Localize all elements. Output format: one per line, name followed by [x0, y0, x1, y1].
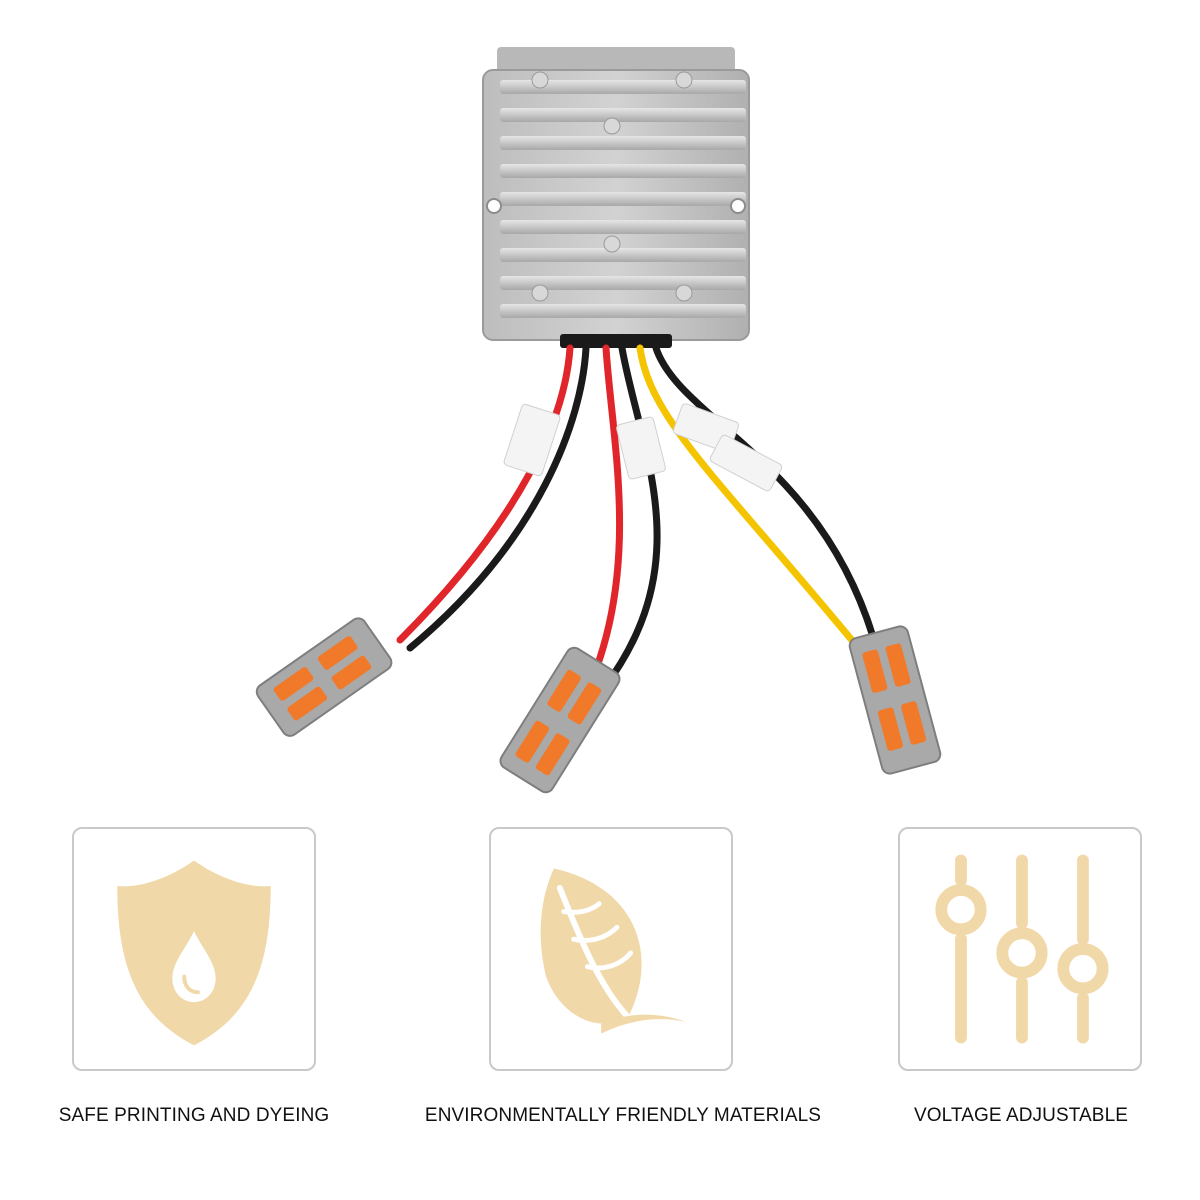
feature-label-voltage-adjustable: VOLTAGE ADJUSTABLE — [913, 1105, 1129, 1126]
connector-middle — [499, 646, 621, 794]
shield-drop-icon — [117, 860, 271, 1046]
connector-right — [848, 625, 942, 775]
connector-left — [255, 617, 393, 737]
feature-card-eco-materials — [489, 827, 733, 1071]
feature-label-safe-printing: SAFE PRINTING AND DYEING — [58, 1105, 330, 1126]
wire-labels — [503, 403, 783, 492]
feature-label-eco-materials: ENVIRONMENTALLY FRIENDLY MATERIALS — [424, 1105, 822, 1126]
heatsink — [482, 47, 750, 348]
feature-card-voltage-adjustable — [898, 827, 1142, 1071]
wires — [396, 344, 878, 692]
feature-card-safe-printing — [72, 827, 316, 1071]
heatsink-fins — [500, 80, 746, 318]
product-illustration — [255, 47, 942, 794]
sliders-icon — [935, 854, 1109, 1044]
leaf-icon — [540, 868, 686, 1034]
